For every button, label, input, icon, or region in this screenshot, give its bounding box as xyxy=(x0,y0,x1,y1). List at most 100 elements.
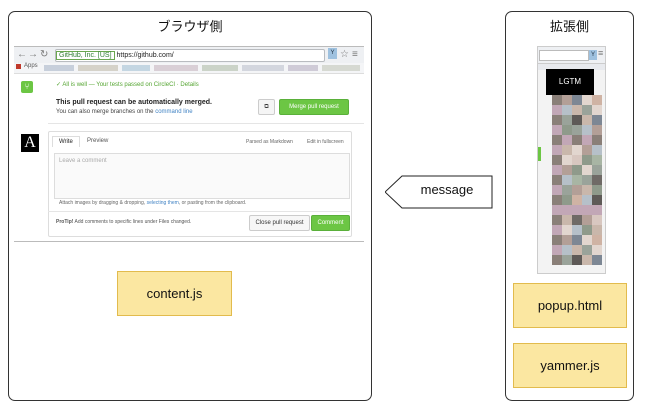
popup-screenshot: Y ≡ LGTM xyxy=(537,46,606,274)
command-line-link[interactable]: command line xyxy=(155,109,193,115)
blurred-thumbnail-pixel xyxy=(562,245,572,255)
blurred-thumbnail-pixel xyxy=(582,175,592,185)
comment-placeholder: Leave a comment xyxy=(59,158,107,164)
blurred-thumbnail-pixel xyxy=(562,155,572,165)
reload-icon[interactable]: ↻ xyxy=(40,49,49,60)
blurred-thumbnail-pixel xyxy=(592,125,602,135)
blurred-thumbnail-pixel xyxy=(572,155,582,165)
comment-textarea[interactable] xyxy=(54,153,350,199)
forward-icon[interactable]: → xyxy=(28,49,38,60)
blurred-thumbnail-pixel xyxy=(572,145,582,155)
blurred-thumbnail-pixel xyxy=(562,195,572,205)
blurred-thumbnail-pixel xyxy=(572,225,582,235)
blurred-thumbnail-pixel xyxy=(552,175,562,185)
attach-hint: Attach images by dragging & dropping, se… xyxy=(59,200,247,206)
blurred-thumbnail-pixel xyxy=(562,165,572,175)
extension-y-icon[interactable]: Y xyxy=(589,50,597,60)
clipboard-icon[interactable]: ⧉ xyxy=(258,99,275,115)
message-arrow xyxy=(385,175,493,209)
blurred-thumbnail-pixel xyxy=(582,125,592,135)
blurred-thumbnail-pixel xyxy=(552,135,562,145)
bookmark-apps[interactable]: Apps xyxy=(24,63,38,69)
blurred-thumbnail-pixel xyxy=(592,175,602,185)
blurred-thumbnail-pixel xyxy=(562,235,572,245)
comment-button[interactable]: Comment xyxy=(311,215,350,231)
blurred-thumbnail-pixel xyxy=(592,225,602,235)
blurred-thumbnail-pixel xyxy=(572,95,582,105)
comment-box xyxy=(48,131,352,237)
message-label: message xyxy=(420,182,474,197)
blurred-thumbnail-pixel xyxy=(582,135,592,145)
back-icon[interactable]: ← xyxy=(17,49,27,60)
extension-side-title: 拡張側 xyxy=(549,19,589,34)
fullscreen-link[interactable]: Edit in fullscreen xyxy=(307,139,344,145)
merge-subtitle: You can also merge branches on the comma… xyxy=(56,109,193,115)
url-bar: ← → ↻ GitHub, Inc. [US]https://github.co… xyxy=(14,47,364,64)
bookmarks-bar: Apps xyxy=(14,63,364,74)
menu-icon[interactable]: ≡ xyxy=(598,48,604,58)
blurred-thumbnail-pixel xyxy=(552,145,562,155)
blurred-thumbnail-pixel xyxy=(562,105,572,115)
blurred-thumbnail-pixel xyxy=(552,105,562,115)
content-js-box: content.js xyxy=(117,271,232,316)
blurred-thumbnail-pixel xyxy=(592,105,602,115)
parsed-markdown-label: Parsed as Markdown xyxy=(246,139,293,145)
blurred-thumbnail-pixel xyxy=(562,175,572,185)
blurred-thumbnail-pixel xyxy=(572,105,582,115)
blurred-thumbnail-pixel xyxy=(582,155,592,165)
browser-screenshot: ← → ↻ GitHub, Inc. [US]https://github.co… xyxy=(14,46,364,244)
blurred-thumbnail-pixel xyxy=(592,245,602,255)
blurred-bookmark xyxy=(122,65,150,71)
blurred-thumbnail-pixel xyxy=(592,165,602,175)
blurred-thumbnail-pixel xyxy=(572,195,582,205)
blurred-thumbnail-pixel xyxy=(562,215,572,225)
address-bar[interactable]: GitHub, Inc. [US]https://github.com/ xyxy=(55,49,325,62)
blurred-thumbnail-pixel xyxy=(552,255,562,265)
merge-button[interactable]: Merge pull request xyxy=(279,99,349,115)
blurred-thumbnail-pixel xyxy=(592,255,602,265)
blurred-thumbnail-pixel xyxy=(562,185,572,195)
blurred-thumbnail-pixel xyxy=(582,185,592,195)
close-pr-button[interactable]: Close pull request xyxy=(249,215,310,231)
blurred-thumbnail-pixel xyxy=(572,115,582,125)
extension-y-icon[interactable]: Y xyxy=(328,48,337,59)
blurred-thumbnail-pixel xyxy=(582,95,592,105)
merge-title: This pull request can be automatically m… xyxy=(56,99,212,106)
blurred-thumbnail-pixel xyxy=(562,145,572,155)
blurred-bookmark xyxy=(202,65,238,71)
yammer-js-box: yammer.js xyxy=(513,343,627,388)
blurred-thumbnail-pixel xyxy=(552,125,562,135)
tab-write[interactable]: Write xyxy=(52,136,80,147)
blurred-thumbnail-pixel xyxy=(562,115,572,125)
lgtm-image-grid[interactable] xyxy=(552,95,602,265)
browser-side-title: ブラウザ側 xyxy=(157,19,223,34)
blurred-thumbnail-pixel xyxy=(582,145,592,155)
blurred-thumbnail-pixel xyxy=(572,165,582,175)
blurred-bookmark xyxy=(78,65,118,71)
tab-preview[interactable]: Preview xyxy=(87,138,109,144)
blurred-bookmark xyxy=(288,65,318,71)
blurred-thumbnail-pixel xyxy=(592,185,602,195)
blurred-thumbnail-pixel xyxy=(552,185,562,195)
star-icon[interactable]: ☆ xyxy=(340,49,349,60)
menu-icon[interactable]: ≡ xyxy=(352,49,358,60)
lgtm-preview[interactable]: LGTM xyxy=(546,69,594,95)
blurred-thumbnail-pixel xyxy=(552,115,562,125)
blurred-thumbnail-pixel xyxy=(572,185,582,195)
blurred-thumbnail-pixel xyxy=(592,135,602,145)
blurred-thumbnail-pixel xyxy=(592,115,602,125)
blurred-thumbnail-pixel xyxy=(552,235,562,245)
blurred-thumbnail-pixel xyxy=(572,245,582,255)
blurred-thumbnail-pixel xyxy=(592,95,602,105)
blurred-thumbnail-pixel xyxy=(552,205,562,215)
blurred-thumbnail-pixel xyxy=(592,215,602,225)
blurred-thumbnail-pixel xyxy=(592,195,602,205)
selecting-link[interactable]: selecting them xyxy=(146,200,179,206)
blurred-thumbnail-pixel xyxy=(552,165,562,175)
blurred-thumbnail-pixel xyxy=(572,205,582,215)
ci-status: ✓ All is well — Your tests passed on Cir… xyxy=(56,82,199,88)
popup-html-box: popup.html xyxy=(513,283,627,328)
blurred-bookmark xyxy=(322,65,360,71)
divider xyxy=(48,211,350,212)
blurred-thumbnail-pixel xyxy=(552,195,562,205)
